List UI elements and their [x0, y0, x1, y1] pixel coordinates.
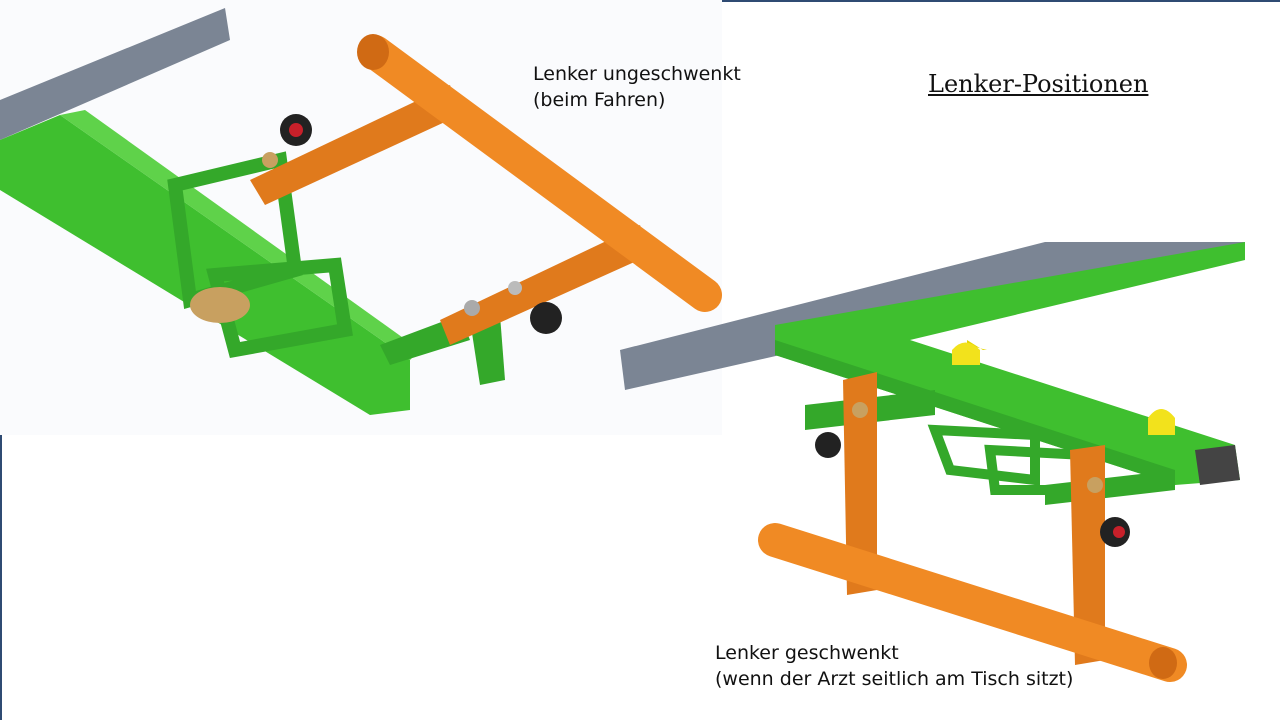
caption-unswiveled-line1: Lenker ungeschwenkt: [533, 63, 741, 85]
caption-swiveled: Lenker geschwenkt (wenn der Arzt seitlich…: [715, 640, 1073, 692]
slide-border-left: [0, 435, 2, 720]
render-handle-swiveled: [615, 240, 1280, 710]
slide-title: Lenker-Positionen: [928, 70, 1149, 98]
caption-unswiveled: Lenker ungeschwenkt (beim Fahren): [533, 61, 741, 113]
slide-border-top: [722, 0, 1280, 2]
render-handle-unswiveled: [0, 0, 722, 435]
caption-swiveled-line1: Lenker geschwenkt: [715, 642, 899, 664]
caption-swiveled-line2: (wenn der Arzt seitlich am Tisch sitzt): [715, 668, 1074, 690]
caption-unswiveled-line2: (beim Fahren): [533, 89, 666, 111]
